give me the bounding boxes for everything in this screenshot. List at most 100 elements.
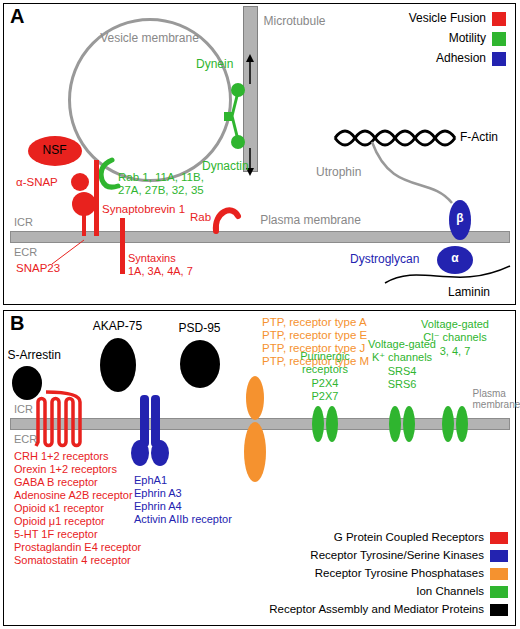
receptor-item: PTP, receptor type E [262, 329, 367, 342]
nsf-ellipse: NSF [28, 136, 82, 166]
dynein-stalk [232, 92, 238, 116]
receptor-item: EphA1 [134, 474, 167, 487]
legend-swatch [490, 604, 508, 616]
receptor-item: Activin AIIb receptor [134, 513, 232, 526]
channel-item: P2X7 [293, 390, 357, 403]
leader-line [52, 240, 84, 264]
kinase-lobe [151, 440, 169, 466]
membrane-band: Plasma membrane [10, 418, 510, 430]
channel-label: Voltage-gated Cl⁻ channels [416, 318, 494, 343]
node-outline [180, 340, 220, 388]
panel-frame: A Vesicle membrane MicrotubuleNSF Plasma me… [3, 3, 516, 305]
node-label: S-Arrestin [8, 349, 61, 363]
protein-label: SNAP23 [16, 262, 60, 275]
microtubule-bar: Microtubule [243, 6, 258, 172]
node-label: B [10, 312, 24, 335]
protein-label: Dynactin [202, 160, 249, 174]
channel-item: SRS6 [362, 378, 442, 391]
receptor-item: Orexin 1+2 receptors [14, 463, 117, 476]
dynactin-stalk [232, 116, 238, 140]
region-label: ECR [14, 246, 37, 259]
receptor-item: Ephrin A3 [134, 487, 182, 500]
channel-item: P2X4 [293, 377, 357, 390]
region-label: ECR [14, 433, 37, 446]
receptor-item: 5-HT 1F receptor [14, 528, 98, 541]
channel-item: 3, 4, 7 [416, 345, 494, 358]
receptor-item: Prostaglandin E4 receptor [14, 541, 141, 554]
legend-label: Ion Channels [200, 585, 484, 598]
legend-swatch [492, 32, 506, 46]
arrestin-ellipse: S-Arrestin [12, 366, 42, 400]
alpha-snap [71, 173, 89, 191]
legend-swatch [490, 568, 508, 580]
ellipse-shape [12, 366, 42, 400]
ellipse-shape [28, 136, 82, 166]
receptor-item: Opioid κ1 receptor [14, 502, 104, 515]
membrane-band: Plasma membrane [10, 231, 510, 243]
subunit-letter: β [454, 212, 466, 226]
node-label: NSF [28, 144, 82, 158]
legend-swatch [492, 12, 506, 26]
legend-swatch [490, 550, 508, 562]
region-label: ICR [14, 403, 33, 416]
protein-label: Rab [190, 211, 211, 224]
protein-label: Dynein [196, 58, 233, 72]
node-label: Microtubule [264, 15, 326, 29]
receptor-item: Opioid μ1 receptor [14, 515, 105, 528]
protein-label: Dystroglycan [350, 253, 419, 267]
receptor-item: Adenosine A2B receptor [14, 489, 133, 502]
receptor-item: Ephrin A4 [134, 500, 182, 513]
node-outline [100, 338, 136, 392]
protein-label: Syntaxins 1A, 3A, 4A, 7 [128, 252, 194, 277]
legend-label: G Protein Coupled Receptors [200, 531, 484, 544]
legend-label: Adhesion [360, 52, 486, 66]
subunit-letter: α [449, 252, 461, 266]
protein-label: α-SNAP [16, 176, 58, 189]
receptor-item: CRH 1+2 receptors [14, 450, 108, 463]
synaptobrevin-bar [94, 160, 99, 236]
legend-label: Receptor Assembly and Mediator Proteins [200, 603, 484, 616]
snap23 [72, 192, 96, 216]
syntaxin-bar [120, 218, 125, 274]
node-label: Plasma membrane [246, 214, 376, 228]
ellipse-shape [100, 338, 136, 392]
protein-label: F-Actin [460, 131, 498, 145]
legend-label: Receptor Tyrosine/Serine Kinases [200, 549, 484, 562]
channel-item: SRS4 [362, 365, 442, 378]
node-label: AKAP-75 [88, 320, 148, 334]
node-outline [12, 366, 42, 400]
receptor-item: Somatostatin 4 receptor [14, 554, 131, 567]
akap-ellipse: AKAP-75 [100, 338, 136, 392]
phosphatase-shape [244, 422, 266, 482]
legend-swatch [490, 586, 508, 598]
legend-swatch [492, 52, 506, 66]
protein-label: Utrophin [316, 166, 361, 180]
legend-label: Motility [360, 32, 486, 46]
protein-label: Laminin [448, 286, 490, 300]
vesicle-circle: Vesicle membrane [68, 18, 232, 182]
protein-list: Rab 1, 11A, 11B, 27A, 27B, 32, 35 [118, 171, 218, 197]
utrophin-line [372, 142, 452, 203]
actin-strand [335, 131, 455, 145]
phosphatase-shape [246, 376, 264, 420]
kinase-lobe [131, 440, 149, 466]
receptor-item: GABA B receptor [14, 476, 98, 489]
legend-swatch [490, 532, 508, 544]
region-label: ICR [14, 216, 33, 229]
legend-label: Receptor Tyrosine Phosphatases [200, 567, 484, 580]
node-label: Vesicle membrane [68, 32, 232, 46]
channel-label: Purinergic receptors [293, 350, 357, 375]
ellipse-shape [180, 340, 220, 388]
rab-hook [216, 210, 238, 231]
protein-label: Synaptobrevin 1 [102, 203, 185, 216]
laminin-line [385, 266, 510, 283]
actin-strand [335, 131, 455, 145]
dystroglycan-alpha [437, 246, 473, 274]
psd-ellipse: PSD-95 [180, 340, 220, 388]
node-label: Plasma membrane [473, 388, 517, 411]
node-label: PSD-95 [170, 322, 230, 336]
receptor-item: PTP, receptor type A [262, 316, 367, 329]
node-label: A [10, 5, 24, 28]
legend-label: Vesicle Fusion [360, 12, 486, 26]
